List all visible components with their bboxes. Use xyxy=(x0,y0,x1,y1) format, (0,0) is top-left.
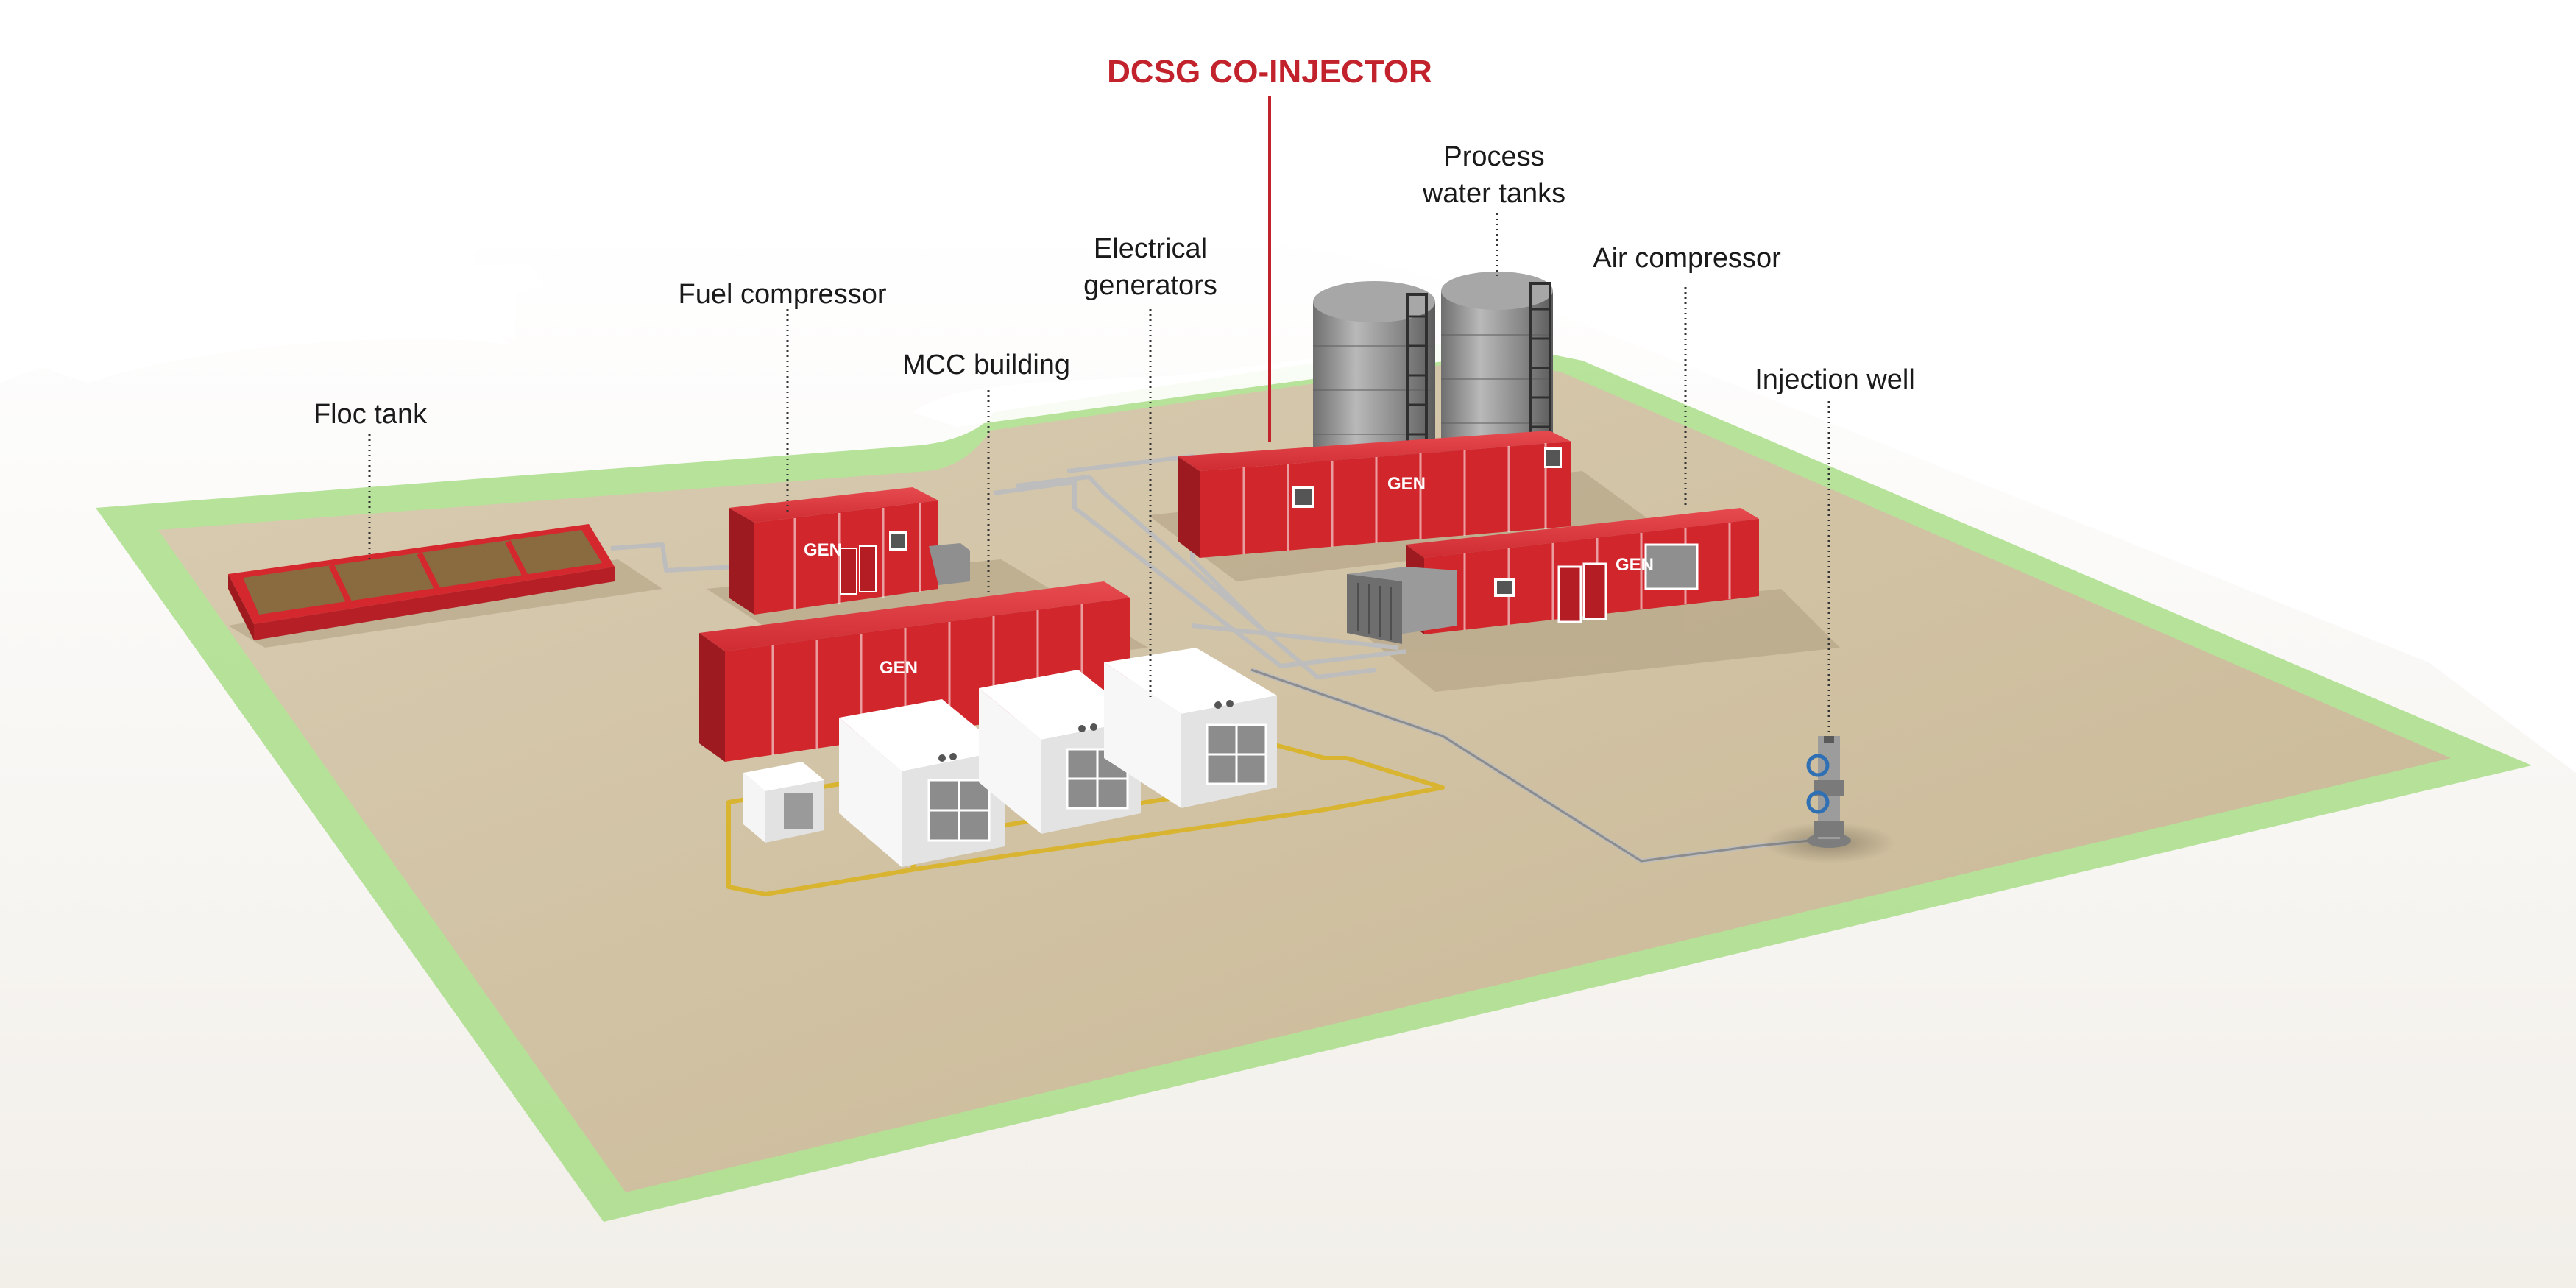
leader-lines xyxy=(368,96,1830,732)
dcsg-co-injector-building: GEN xyxy=(1178,431,1571,558)
mcc-building: GEN xyxy=(699,581,1130,762)
fuel-compressor-logo: GEN xyxy=(804,540,842,560)
injection-well xyxy=(1763,736,1895,863)
label-floc-tank: Floc tank xyxy=(314,399,428,430)
floc-tank xyxy=(228,524,615,640)
label-injection-well: Injection well xyxy=(1755,364,1915,395)
label-mcc-building: MCC building xyxy=(902,350,1070,381)
dcsg-logo: GEN xyxy=(1387,474,1426,494)
generator-1 xyxy=(839,699,1005,867)
generator-small xyxy=(743,762,824,843)
valve-wheel-icon xyxy=(1806,754,1830,777)
label-process-water-tanks-line2: water tanks xyxy=(1422,178,1565,209)
label-electrical-generators-line1: Electrical xyxy=(1094,233,1207,264)
diagram-title: DCSG CO-INJECTOR xyxy=(1107,54,1432,90)
label-electrical-generators-line2: generators xyxy=(1083,270,1217,301)
air-compressor-logo: GEN xyxy=(1616,555,1654,575)
air-compressor-building: GEN xyxy=(1347,508,1759,644)
road-strip-left xyxy=(0,265,545,383)
generator-3 xyxy=(1104,648,1277,808)
label-air-compressor: Air compressor xyxy=(1593,243,1781,274)
label-process-water-tanks-line1: Process xyxy=(1443,141,1544,172)
valve-wheel-icon xyxy=(1806,790,1830,814)
fuel-compressor-building: GEN xyxy=(729,487,970,615)
mcc-logo: GEN xyxy=(880,658,918,678)
label-fuel-compressor: Fuel compressor xyxy=(679,279,887,310)
electrical-generators xyxy=(743,648,1277,867)
